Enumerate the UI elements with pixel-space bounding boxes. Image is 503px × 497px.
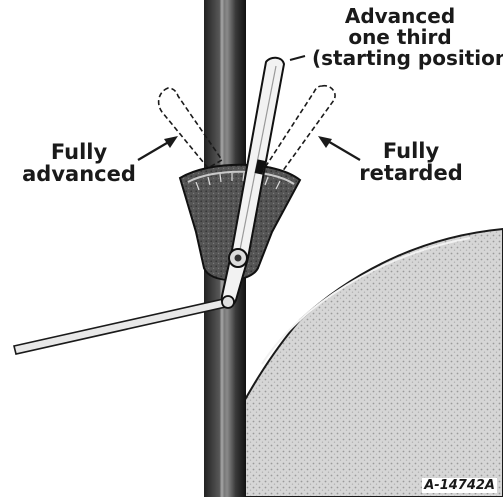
label-advanced-line: Advanced [312,6,488,27]
label-advanced-one-third: Advanced one third (starting position) [312,6,488,69]
figure-reference-code: A-14742A [422,478,497,493]
leader-arrow-fully-retarded [318,136,360,160]
label-fully-retarded-word1: Fully [356,140,466,162]
control-rod [14,298,230,354]
label-fully-advanced: Fully advanced [16,141,142,185]
label-fully-advanced-word1: Fully [16,141,142,163]
label-fully-retarded: Fully retarded [356,140,466,184]
rod-joint [222,296,234,308]
leader-arrow-advanced-third [290,56,305,60]
label-fully-retarded-word2: retarded [356,162,466,184]
leader-arrow-fully-advanced [138,136,178,160]
label-fully-advanced-word2: advanced [16,163,142,185]
label-starting-position-line: (starting position) [312,48,488,69]
label-one-third-line: one third [312,27,488,48]
